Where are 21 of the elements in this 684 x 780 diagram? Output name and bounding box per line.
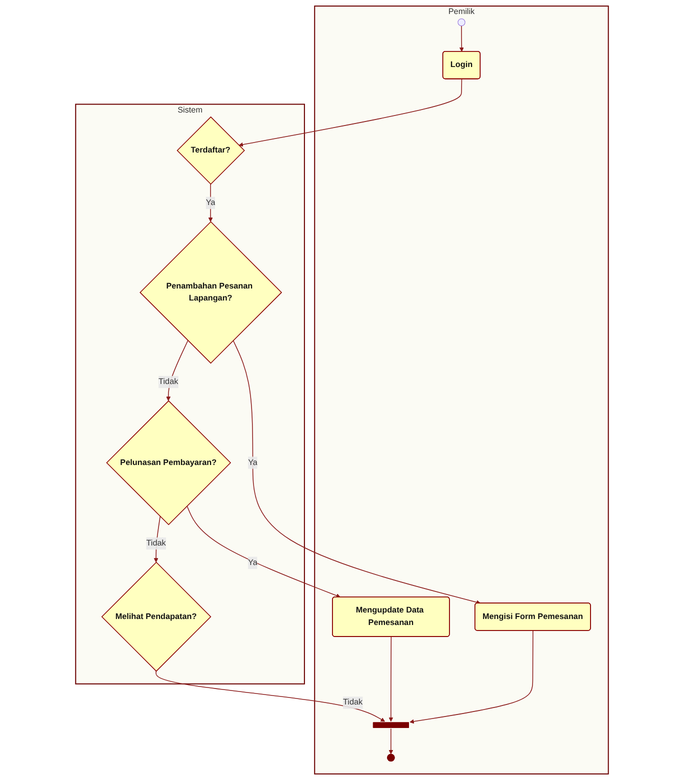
node-diamond: Melihat Pendapatan?	[101, 562, 212, 672]
node-diamond: Pelunasan Pembayaran?	[106, 400, 232, 526]
edge-label: Tidak	[342, 698, 363, 707]
arrow	[388, 728, 394, 754]
edge-label: Ya	[248, 558, 258, 567]
edge-label: Tidak	[158, 377, 178, 386]
arrow	[459, 26, 464, 52]
edge-label: Ya	[206, 198, 216, 207]
node-diamond: Terdaftar?	[176, 116, 245, 185]
arrow	[388, 636, 394, 722]
node-diamond: Penambahan Pesanan Lapangan?	[140, 221, 282, 364]
edge-label: Tidak	[146, 538, 166, 548]
arrow	[166, 340, 188, 401]
arrow	[238, 78, 462, 147]
arrow	[232, 340, 481, 604]
node-circle	[458, 18, 466, 26]
arrow	[156, 670, 386, 722]
arrow	[208, 184, 213, 222]
arrow	[410, 630, 534, 724]
arrow	[186, 506, 341, 598]
edge-label: Ya	[248, 458, 258, 467]
